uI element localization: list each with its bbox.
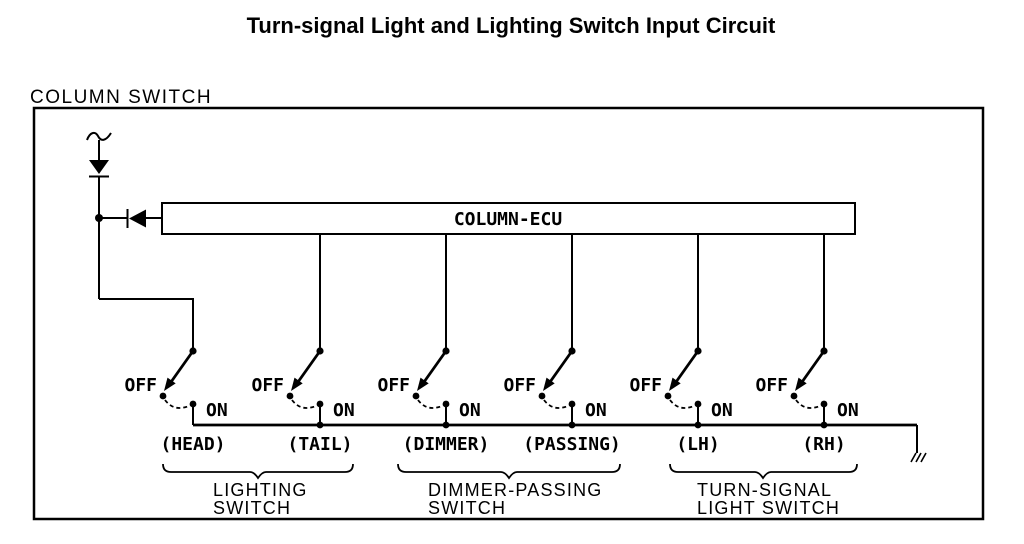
off-label: OFF <box>629 375 662 396</box>
off-contact-dot <box>790 392 798 400</box>
switch-lever <box>674 350 700 383</box>
switch-name-label: (PASSING) <box>523 434 621 455</box>
switch-lever <box>169 350 195 383</box>
travel-arc <box>543 399 569 409</box>
switch-name-label: (RH) <box>802 434 845 455</box>
travel-arc <box>417 399 443 409</box>
on-label: ON <box>459 400 481 421</box>
switch-head: OFF ON (HEAD) <box>124 347 228 455</box>
switch-lever <box>422 350 448 383</box>
feed-wire-to-head-switch <box>99 298 194 349</box>
group-label-line1: TURN-SIGNAL <box>697 480 832 500</box>
travel-arc <box>291 399 317 409</box>
lever-arrow-icon <box>669 377 681 391</box>
column-switch-label: COLUMN SWITCH <box>30 87 212 108</box>
lever-arrow-icon <box>291 377 303 391</box>
switch-passing: OFF ON (PASSING) <box>503 234 621 455</box>
off-contact-dot <box>412 392 420 400</box>
group-label-line1: DIMMER-PASSING <box>428 480 602 500</box>
lever-arrow-icon <box>795 377 807 391</box>
off-label: OFF <box>503 375 536 396</box>
off-label: OFF <box>124 375 157 396</box>
wire-break-squiggle-icon <box>86 131 112 141</box>
column-ecu-box <box>161 202 856 235</box>
group-label-line2: LIGHT SWITCH <box>697 498 840 518</box>
off-label: OFF <box>251 375 284 396</box>
brace-turn-signal-light-switch <box>669 463 858 480</box>
off-label: OFF <box>755 375 788 396</box>
diode-left-icon <box>126 209 146 228</box>
lever-arrow-icon <box>417 377 429 391</box>
off-contact-dot <box>664 392 672 400</box>
switch-rh: OFF ON (RH) <box>755 234 859 455</box>
switch-lever <box>548 350 574 383</box>
brace-lighting-switch <box>162 463 354 480</box>
switch-tail: OFF ON (TAIL) <box>251 234 355 455</box>
on-label: ON <box>333 400 355 421</box>
switch-name-label: (LH) <box>676 434 719 455</box>
column-ecu-label: COLUMN-ECU <box>454 209 562 230</box>
switch-lever <box>296 350 322 383</box>
group-label-dimmer-passing-switch: DIMMER-PASSING SWITCH <box>428 480 602 518</box>
travel-arc <box>164 399 190 409</box>
on-label: ON <box>585 400 607 421</box>
switch-name-label: (HEAD) <box>160 434 225 455</box>
on-label: ON <box>837 400 859 421</box>
off-contact-dot <box>159 392 167 400</box>
chassis-ground-icon <box>910 452 927 463</box>
travel-arc <box>669 399 695 409</box>
on-label: ON <box>206 400 228 421</box>
switch-dimmer: OFF ON (DIMMER) <box>377 234 489 455</box>
switch-lever <box>800 350 826 383</box>
on-label: ON <box>711 400 733 421</box>
lever-arrow-icon <box>164 377 176 391</box>
off-contact-dot <box>538 392 546 400</box>
page-title: Turn-signal Light and Lighting Switch In… <box>247 13 776 38</box>
brace-dimmer-passing-switch <box>397 463 621 480</box>
switch-name-label: (DIMMER) <box>403 434 490 455</box>
lever-arrow-icon <box>543 377 555 391</box>
switch-name-label: (TAIL) <box>287 434 352 455</box>
group-label-line2: SWITCH <box>213 498 291 518</box>
diode-down-icon <box>89 160 109 178</box>
group-label-line2: SWITCH <box>428 498 506 518</box>
off-label: OFF <box>377 375 410 396</box>
group-label-line1: LIGHTING <box>213 480 308 500</box>
power-feed-branch <box>86 131 194 349</box>
switch-lh: OFF ON (LH) <box>629 234 733 455</box>
group-label-turn-signal-light-switch: TURN-SIGNAL LIGHT SWITCH <box>697 480 840 518</box>
column-switch-box <box>32 106 985 521</box>
travel-arc <box>795 399 821 409</box>
group-label-lighting-switch: LIGHTING SWITCH <box>213 480 308 518</box>
off-contact-dot <box>286 392 294 400</box>
